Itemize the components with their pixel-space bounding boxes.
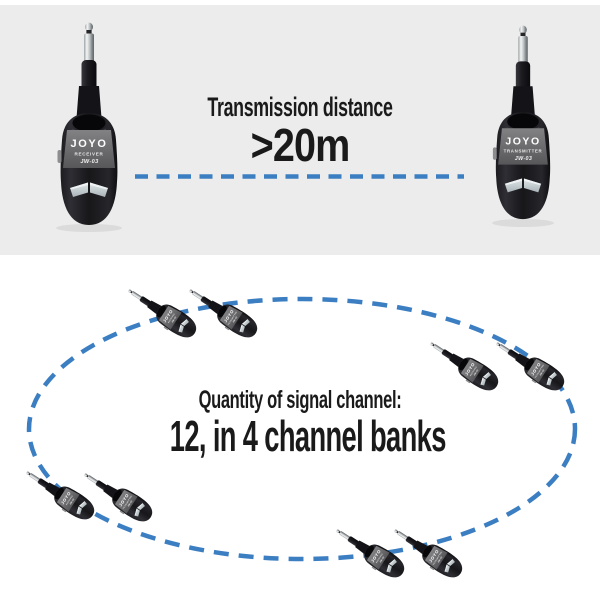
transmission-distance-heading: Transmission distance [207,92,393,122]
transmitter-device: JOYO TRANSMITTER JW-03 [492,24,551,220]
signal-channel-block: Quantity of signal channel: 12, in 4 cha… [90,386,510,460]
svg-text:RECEIVER: RECEIVER [66,495,74,506]
small-device: JOYO RECEIVER JW-03 [329,520,410,584]
svg-text:TRANSMITTER: TRANSMITTER [534,363,545,378]
device-pair-right: JOYO RECEIVER JW-03 JOYO TRANSMITTER JW-… [423,333,570,397]
receiver-shadow [56,224,122,232]
svg-text:RECEIVER: RECEIVER [470,366,478,377]
signal-channel-value: 12, in 4 channel banks [169,412,447,461]
svg-text:JW-03: JW-03 [128,500,134,508]
transmitter-brand-label: JOYO [505,136,540,148]
transmitter-model-label: JW-03 [515,156,532,162]
small-device: JOYO TRANSMITTER JW-03 [387,520,468,584]
device-pair-bottom-right: JOYO RECEIVER JW-03 JOYO TRANSMITTER JW-… [329,520,468,584]
receiver-device: JOYO RECEIVER JW-03 [56,21,119,226]
svg-text:RECEIVER: RECEIVER [376,553,384,564]
device-pair-bottom-left: JOYO RECEIVER JW-03 JOYO TRANSMITTER JW-… [19,462,158,528]
transmitter-type-label: TRANSMITTER [504,149,543,154]
small-device: JOYO RECEIVER JW-03 [423,333,504,397]
svg-text:RECEIVER: RECEIVER [168,313,176,324]
svg-text:JW-03: JW-03 [438,556,444,564]
svg-text:TRANSMITTER: TRANSMITTER [432,550,443,565]
transmitter-shadow [492,219,554,227]
svg-text:TRANSMITTER: TRANSMITTER [122,494,133,509]
receiver-type-label: RECEIVER [74,152,103,157]
svg-text:JW-03: JW-03 [233,316,239,324]
svg-text:JW-03: JW-03 [540,369,546,377]
svg-text:TRANSMITTER: TRANSMITTER [227,310,238,325]
small-device: JOYO TRANSMITTER JW-03 [182,280,263,344]
svg-text:JW-03: JW-03 [70,498,76,506]
receiver-brand-label: JOYO [71,138,108,150]
small-device: JOYO TRANSMITTER JW-03 [489,333,570,397]
signal-channel-heading: Quantity of signal channel: [198,386,402,414]
device-pair-top-left: JOYO RECEIVER JW-03 JOYO TRANSMITTER JW-… [121,280,263,344]
small-device: JOYO RECEIVER JW-03 [19,462,100,526]
channel-circle [26,296,578,562]
svg-text:JW-03: JW-03 [172,316,178,324]
receiver-model-label: JW-03 [80,159,99,165]
svg-text:JW-03: JW-03 [380,556,386,564]
svg-text:JW-03: JW-03 [474,369,480,377]
transmission-distance-block: Transmission distance >20m [90,92,510,169]
small-device: JOYO RECEIVER JW-03 [121,280,202,344]
small-device: JOYO TRANSMITTER JW-03 [77,464,158,528]
transmission-distance-value: >20m [250,119,351,172]
